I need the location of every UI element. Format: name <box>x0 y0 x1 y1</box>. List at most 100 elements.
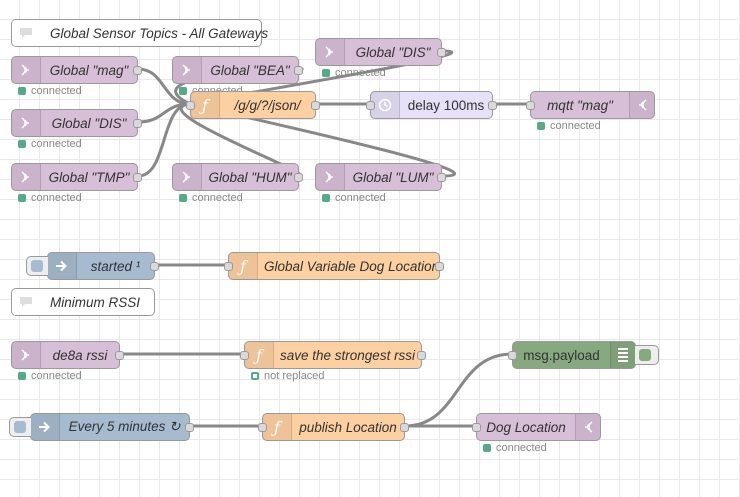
function-icon: ƒ <box>191 92 220 118</box>
inject-trigger-button[interactable] <box>26 256 48 276</box>
function-node-save-strongest[interactable]: ƒ save the strongest rssi not replaced <box>240 341 426 382</box>
input-port[interactable] <box>508 351 517 360</box>
mqtt-in-node-bea[interactable]: Global "BEA" connected <box>172 56 303 97</box>
wireless-icon <box>316 164 345 190</box>
output-port[interactable] <box>133 66 142 75</box>
status-dot <box>322 69 330 77</box>
output-port[interactable] <box>400 423 409 432</box>
node-status: connected <box>18 370 82 382</box>
output-port[interactable] <box>437 48 446 57</box>
status-dot <box>18 140 26 148</box>
status-dot <box>537 122 545 130</box>
output-port[interactable] <box>417 351 426 360</box>
status-dot <box>179 87 187 95</box>
output-port[interactable] <box>294 66 303 75</box>
arrow-right-icon <box>48 253 77 279</box>
output-port[interactable] <box>115 351 124 360</box>
status-dot <box>18 372 26 380</box>
node-label: Global "LUM" <box>352 169 434 185</box>
inject-node-started[interactable]: started ¹ <box>26 252 159 280</box>
wire-publish-to-debug <box>404 352 513 428</box>
delay-node[interactable]: delay 100ms <box>366 91 497 119</box>
arrow-right-icon <box>31 414 60 440</box>
node-status: connected <box>537 120 601 132</box>
wireless-icon <box>173 164 202 190</box>
function-node-publish-location[interactable]: ƒ publish Location <box>258 413 409 441</box>
timer-icon <box>371 92 400 118</box>
input-port[interactable] <box>366 101 375 110</box>
wireless-icon <box>12 342 41 368</box>
node-label: msg.payload <box>523 347 600 363</box>
input-port[interactable] <box>526 101 535 110</box>
wireless-icon <box>12 57 41 83</box>
node-status: connected <box>18 192 82 204</box>
inject-node-every-5-minutes[interactable]: Every 5 minutes ↻ <box>9 413 194 441</box>
wireless-icon <box>12 110 41 136</box>
input-port[interactable] <box>240 351 249 360</box>
output-port[interactable] <box>133 173 142 182</box>
mqtt-in-node-tmp[interactable]: Global "TMP" connected <box>11 163 142 204</box>
list-icon <box>610 342 635 368</box>
comment-label: Global Sensor Topics - All Gateways <box>50 25 269 41</box>
node-label: Global "TMP" <box>48 169 130 185</box>
mqtt-in-node-hum[interactable]: Global "HUM" connected <box>172 163 303 204</box>
function-icon: ƒ <box>245 342 274 368</box>
node-label: Global "BEA" <box>210 62 290 78</box>
node-status: connected <box>179 192 243 204</box>
function-icon: ƒ <box>263 414 292 440</box>
mqtt-out-node-dog-location[interactable]: Dog Location connected <box>472 413 601 454</box>
node-label: save the strongest rssi <box>280 347 416 363</box>
function-node-global-variable[interactable]: ƒ Global Variable Dog Location <box>224 252 444 280</box>
node-label: Global "mag" <box>49 62 129 78</box>
mqtt-in-node-de8a-rssi[interactable]: de8a rssi connected <box>11 341 124 382</box>
node-label: Global "DIS" <box>355 44 431 60</box>
input-port[interactable] <box>224 262 233 271</box>
debug-node[interactable]: msg.payload <box>508 341 659 369</box>
output-port[interactable] <box>150 262 159 271</box>
status-dot <box>18 194 26 202</box>
inject-trigger-button[interactable] <box>9 417 31 437</box>
node-label: Global "DIS" <box>51 115 127 131</box>
status-dot <box>322 194 330 202</box>
output-port[interactable] <box>437 173 446 182</box>
node-status: connected <box>18 138 82 150</box>
node-label: Dog Location <box>486 419 566 435</box>
node-label: publish Location <box>299 419 397 435</box>
comment-minimum-rssi[interactable]: Minimum RSSI <box>11 288 155 316</box>
output-port[interactable] <box>311 101 320 110</box>
speech-bubble-icon <box>12 20 40 46</box>
function-icon: ƒ <box>229 253 258 279</box>
wireless-icon <box>316 39 345 65</box>
mqtt-in-node-dis[interactable]: Global "DIS" connected <box>11 109 142 150</box>
node-status: connected <box>322 192 386 204</box>
input-port[interactable] <box>258 423 267 432</box>
input-port[interactable] <box>472 423 481 432</box>
status-dot <box>18 87 26 95</box>
mqtt-in-node-mag[interactable]: Global "mag" connected <box>11 56 142 97</box>
input-port[interactable] <box>186 101 195 110</box>
node-label: started ¹ <box>90 258 141 274</box>
node-status: connected <box>322 67 386 79</box>
mqtt-in-node-lum[interactable]: Global "LUM" connected <box>315 163 446 204</box>
wireless-icon <box>173 57 202 83</box>
function-node-topic-parser[interactable]: ƒ /g/g/?/json/ <box>186 91 320 119</box>
mqtt-out-node-mag[interactable]: mqtt "mag" connected <box>526 91 655 132</box>
output-port[interactable] <box>435 262 444 271</box>
comment-global-sensor-topics[interactable]: Global Sensor Topics - All Gateways <box>11 19 268 47</box>
node-status: connected <box>483 442 547 454</box>
output-port[interactable] <box>488 101 497 110</box>
node-label: /g/g/?/json/ <box>234 97 301 113</box>
output-port[interactable] <box>133 119 142 128</box>
mqtt-in-node-dis-2[interactable]: Global "DIS" connected <box>315 38 446 79</box>
output-port[interactable] <box>185 423 194 432</box>
node-status: not replaced <box>251 370 325 382</box>
status-dot <box>179 194 187 202</box>
node-label: Every 5 minutes ↻ <box>68 419 181 434</box>
status-dot <box>251 372 259 380</box>
debug-toggle-button[interactable] <box>635 345 659 365</box>
output-port[interactable] <box>294 173 303 182</box>
node-status: connected <box>18 85 82 97</box>
node-label: de8a rssi <box>52 347 108 363</box>
wireless-icon <box>629 92 654 118</box>
comment-label: Minimum RSSI <box>50 294 141 310</box>
